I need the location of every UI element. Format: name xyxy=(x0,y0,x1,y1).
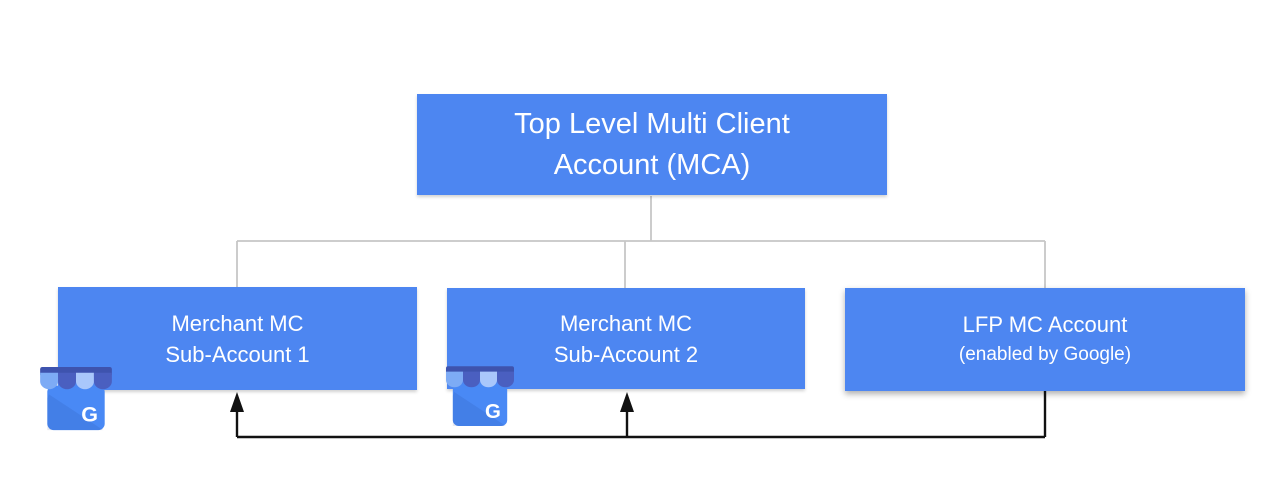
box-merchant-sub-account-2: Merchant MC Sub-Account 2 xyxy=(447,288,805,389)
box-label-line1: Merchant MC xyxy=(559,310,693,336)
awning-scallop-1 xyxy=(40,372,59,390)
storefront-body xyxy=(47,385,105,431)
storefront-body xyxy=(452,383,508,427)
box-label-line2: Sub-Account 1 xyxy=(165,341,310,367)
box-top-level-mca: Top Level Multi Client Account (MCA) xyxy=(417,94,887,195)
box-label-line1: LFP MC Account xyxy=(962,311,1128,337)
black-feed-connector xyxy=(235,391,1047,439)
box-lfp-mc-account: LFP MC Account (enabled by Google) xyxy=(845,288,1245,391)
box-label-line1: Top Level Multi Client xyxy=(514,107,790,140)
box-merchant-sub-account-1: Merchant MC Sub-Account 1 xyxy=(58,287,417,390)
google-g-letter: G xyxy=(485,401,501,423)
box-label-line2: (enabled by Google) xyxy=(958,343,1132,365)
box-label-line2: Account (MCA) xyxy=(553,148,751,181)
arrowhead-up-sub2 xyxy=(620,392,634,412)
storefront-fold-shade xyxy=(452,392,506,427)
gray-tree-connector xyxy=(236,196,1046,288)
box-label-line1: Merchant MC xyxy=(171,310,304,336)
google-g-letter: G xyxy=(81,403,98,427)
box-label-line2: Sub-Account 2 xyxy=(553,341,699,367)
arrowhead-up-sub1 xyxy=(230,392,244,412)
storefront-fold-shade xyxy=(47,394,104,431)
